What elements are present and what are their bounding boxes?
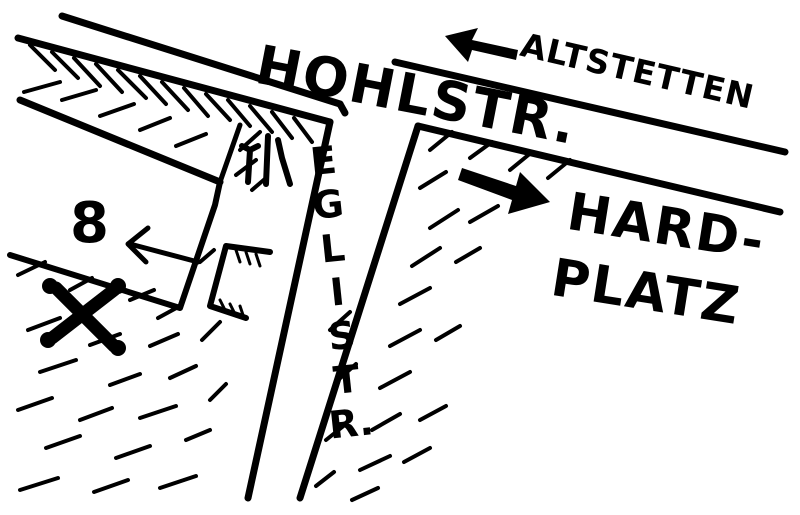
crossed-bones-icon — [40, 278, 126, 356]
fork-knife-icon — [239, 133, 293, 187]
altstetten-arrow — [445, 28, 518, 62]
eglistrasse-letter: R. — [326, 399, 376, 448]
house-number-label: 8 — [70, 191, 109, 256]
bracket-entrance-icon — [207, 243, 273, 321]
hatching-right-block — [314, 130, 572, 502]
house-number-arrow — [125, 225, 201, 265]
hardplatz-arrow — [458, 168, 550, 214]
building-block-left — [7, 97, 243, 311]
eglistrasse-road — [244, 118, 422, 502]
hatching-lower-left — [16, 248, 228, 494]
